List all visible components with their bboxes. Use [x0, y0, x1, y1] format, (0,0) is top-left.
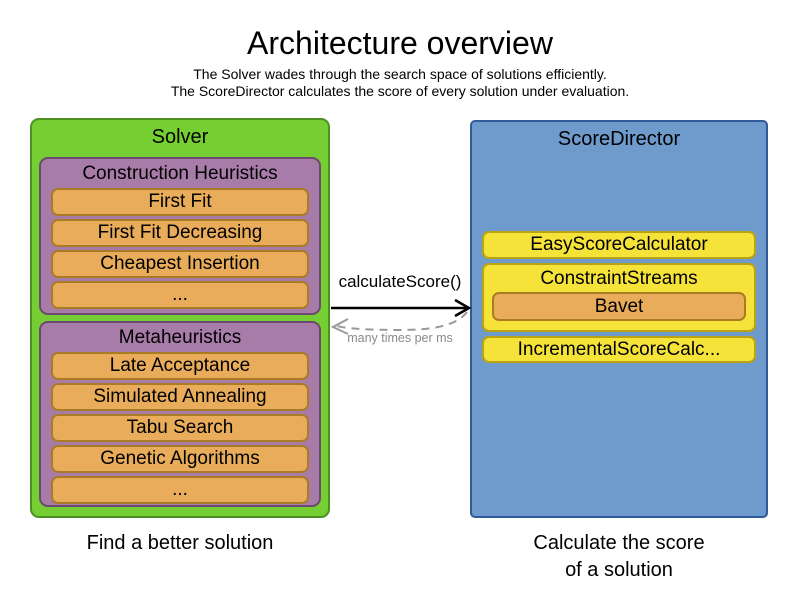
calculate-score-arrowhead	[454, 298, 472, 318]
construction-heuristics-title: Construction Heuristics	[82, 163, 278, 184]
score-director-caption-line-2: of a solution	[565, 559, 673, 581]
calculate-score-label: calculateScore()	[338, 272, 462, 291]
constraint-streams: ConstraintStreams Bavet	[482, 263, 756, 332]
score-director-title: ScoreDirector	[557, 128, 681, 150]
algorithm-more-metaheuristics: ...	[51, 476, 309, 504]
easy-score-calculator: EasyScoreCalculator	[482, 231, 756, 259]
algorithm-more-construction: ...	[51, 281, 309, 309]
bavet: Bavet	[492, 292, 746, 321]
return-dashed-arrow	[336, 311, 468, 332]
calculator-stack: EasyScoreCalculator ConstraintStreams Ba…	[482, 231, 756, 363]
solver-box: Solver Construction Heuristics First Fit…	[30, 118, 330, 518]
subtitle-line-2: The ScoreDirector calculates the score o…	[170, 83, 630, 99]
subtitle-line-1: The Solver wades through the search spac…	[193, 66, 607, 82]
algorithm-cheapest-insertion: Cheapest Insertion	[51, 250, 309, 278]
construction-heuristics-group: Construction Heuristics First Fit First …	[39, 157, 321, 315]
score-director-box: ScoreDirector EasyScoreCalculator Constr…	[470, 120, 768, 518]
page-title: Architecture overview	[247, 25, 553, 61]
algorithm-late-acceptance: Late Acceptance	[51, 352, 309, 380]
constraint-streams-title: ConstraintStreams	[540, 268, 698, 289]
metaheuristics-group: Metaheuristics Late Acceptance Simulated…	[39, 321, 321, 507]
algorithm-first-fit: First Fit	[51, 188, 309, 216]
incremental-score-calculator: IncrementalScoreCalc...	[482, 336, 756, 363]
algorithm-tabu-search: Tabu Search	[51, 414, 309, 442]
algorithm-simulated-annealing: Simulated Annealing	[51, 383, 309, 411]
metaheuristics-title: Metaheuristics	[118, 327, 242, 348]
score-director-caption-line-1: Calculate the score	[533, 532, 705, 554]
subtitle: The Solver wades through the search spac…	[0, 66, 800, 100]
solver-title: Solver	[151, 126, 209, 148]
frequency-label: many times per ms	[347, 331, 453, 345]
algorithm-first-fit-decreasing: First Fit Decreasing	[51, 219, 309, 247]
score-director-caption: Calculate the score of a solution	[470, 530, 768, 584]
solver-caption: Find a better solution	[86, 532, 274, 554]
algorithm-genetic-algorithms: Genetic Algorithms	[51, 445, 309, 473]
